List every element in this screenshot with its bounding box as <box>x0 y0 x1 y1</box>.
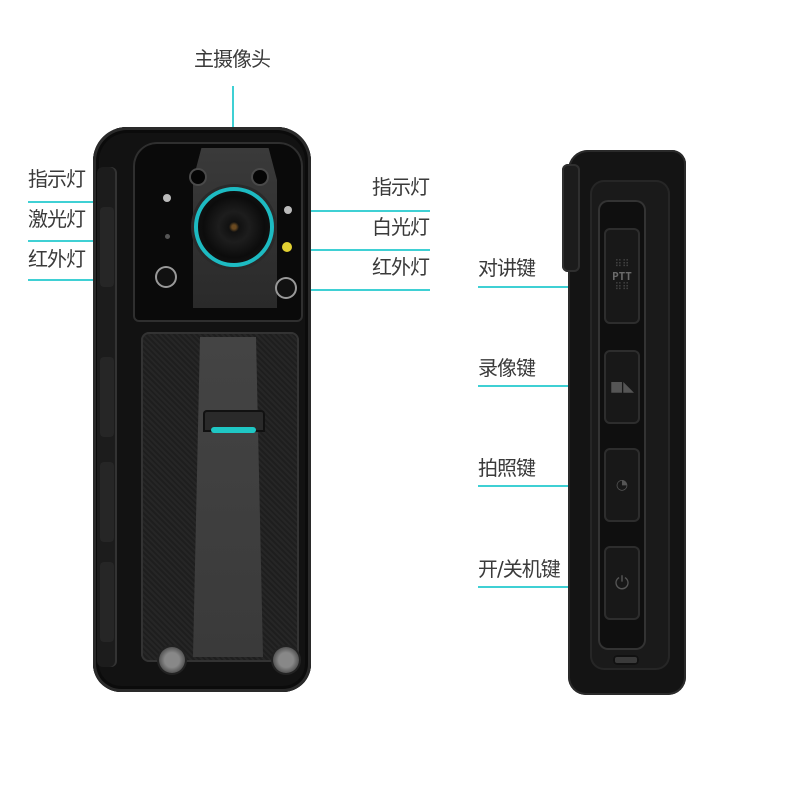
label-left-infrared-light: 红外灯 <box>28 247 86 271</box>
ptt-grill-icon-bottom: ⠿⠿ <box>614 281 630 293</box>
ptt-grill-icon: ⠿⠿ <box>614 258 630 270</box>
leader-photo-key <box>478 485 616 487</box>
side-ptt-button <box>100 207 114 287</box>
status-led-bar <box>211 427 256 433</box>
right-infrared-light-icon <box>277 279 295 297</box>
label-right-infrared-light: 红外灯 <box>372 255 430 279</box>
power-button[interactable]: ⏻ <box>604 546 640 620</box>
label-record-key: 录像键 <box>478 356 536 380</box>
left-infrared-light-icon <box>157 268 175 286</box>
ptt-button[interactable]: ⠿⠿ PTT ⠿⠿ <box>604 228 640 324</box>
leader-record-key <box>478 385 614 387</box>
main-camera-lens-icon <box>194 187 274 267</box>
label-left-indicator-light: 指示灯 <box>28 167 86 191</box>
side-photo-button <box>100 462 114 542</box>
label-main-camera: 主摄像头 <box>194 47 271 71</box>
left-indicator-light-icon <box>163 194 171 202</box>
white-light-icon <box>282 242 292 252</box>
side-record-button <box>100 357 114 437</box>
center-panel <box>193 337 263 657</box>
label-ptt-key: 对讲键 <box>478 256 536 280</box>
label-right-indicator-light: 指示灯 <box>372 175 430 199</box>
photo-button[interactable]: ◔ <box>604 448 640 522</box>
label-white-light: 白光灯 <box>372 215 430 239</box>
camera-icon: ◔ <box>615 477 629 493</box>
screw-right-icon <box>273 647 299 673</box>
belt-clip <box>562 164 580 272</box>
led-slot <box>203 410 265 432</box>
record-button[interactable]: ■◣ <box>604 350 640 424</box>
leader-right-indicator-light <box>290 210 430 212</box>
video-camera-icon: ■◣ <box>610 379 634 395</box>
leader-power-key <box>478 586 616 588</box>
right-indicator-light-icon <box>284 206 292 214</box>
leader-white-light <box>288 249 430 251</box>
power-icon: ⏻ <box>614 572 630 594</box>
label-photo-key: 拍照键 <box>478 456 536 480</box>
ptt-text: PTT <box>612 269 632 283</box>
side-power-button <box>100 562 114 642</box>
camera-side-view: ⠿⠿ PTT ⠿⠿ ■◣ ◔ ⏻ <box>562 150 686 695</box>
label-laser-light: 激光灯 <box>28 207 86 231</box>
microphone-hole-left <box>191 170 205 184</box>
laser-light-icon <box>165 234 170 239</box>
camera-front-view <box>93 127 311 692</box>
screw-left-icon <box>159 647 185 673</box>
label-power-key: 开/关机键 <box>478 557 561 581</box>
charging-port <box>613 655 639 665</box>
front-side-buttons-strip <box>97 167 117 667</box>
leader-right-infrared-light <box>288 289 430 291</box>
microphone-hole-right <box>253 170 267 184</box>
leader-ptt-key <box>478 286 614 288</box>
